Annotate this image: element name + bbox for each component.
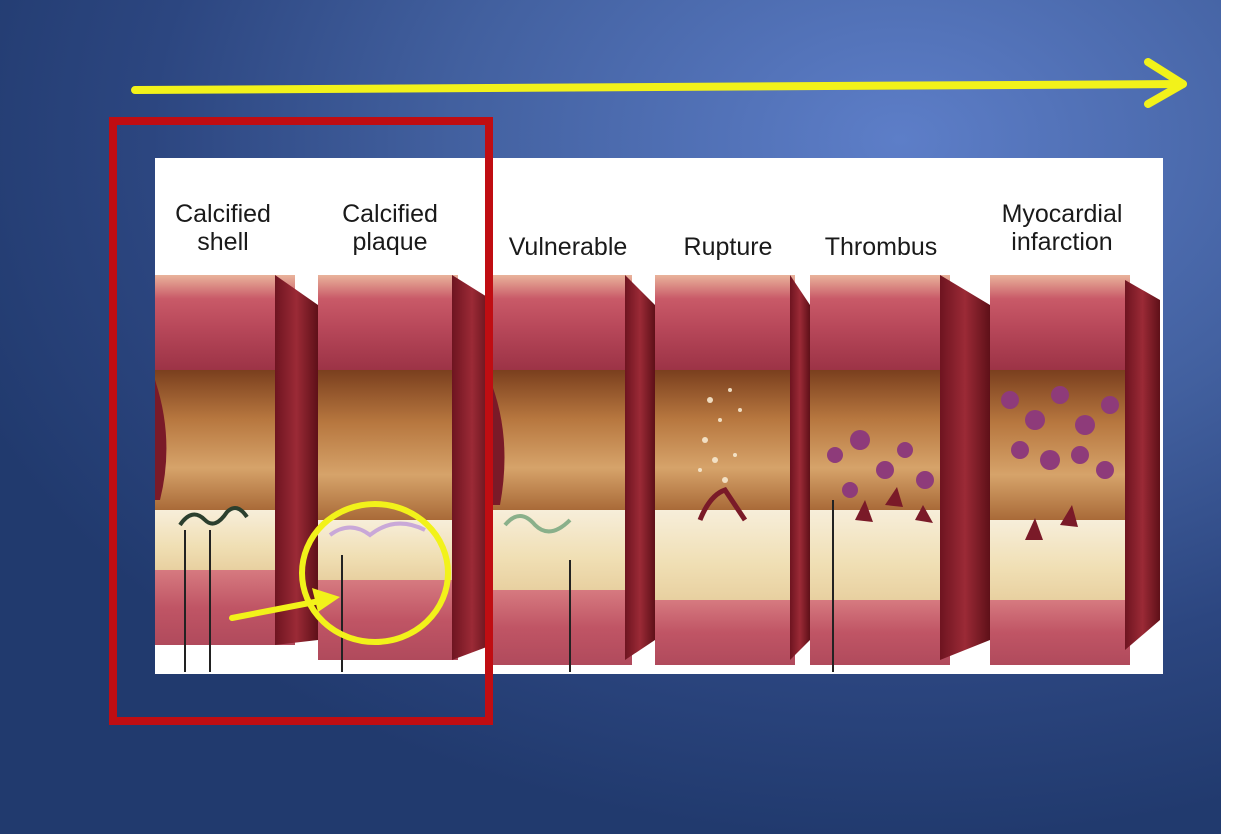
artery-segment-calcified-plaque [318,275,492,672]
artery-segment-vulnerable [492,275,655,672]
artery-segment-rupture [655,275,810,665]
artery-segment-calcified-shell [155,275,318,672]
artery-segment-thrombus [810,275,990,672]
artery-segment-myocardial-infarction [990,275,1160,665]
